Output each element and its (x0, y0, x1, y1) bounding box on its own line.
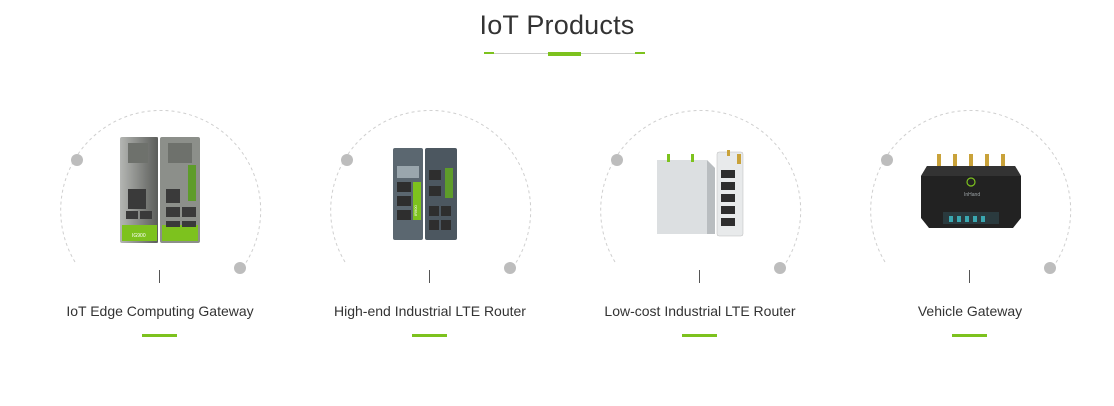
decorative-arc (600, 110, 802, 274)
vehicle-gateway-device-icon[interactable]: InHand (919, 152, 1023, 232)
title-divider (484, 52, 645, 56)
product-label[interactable]: Vehicle Gateway (917, 303, 1023, 319)
product-label[interactable]: High-end Industrial LTE Router (334, 303, 526, 319)
product-underline (682, 334, 717, 337)
product-label[interactable]: IoT Edge Computing Gateway (66, 303, 254, 319)
decorative-arc (60, 110, 262, 274)
arc-stem (429, 270, 430, 283)
decorative-arc (870, 110, 1072, 274)
arc-stem (699, 270, 700, 283)
product-card-highend-lte-router[interactable]: IR900 High-end Industrial LTE Router (295, 110, 565, 350)
arc-stem (159, 270, 160, 283)
product-card-lowcost-lte-router[interactable]: Low-cost Industrial LTE Router (565, 110, 835, 350)
product-underline (142, 334, 177, 337)
edge-gateway-device-icon[interactable]: IG900 (118, 135, 208, 247)
product-underline (952, 334, 987, 337)
device-brand-text: InHand (964, 192, 980, 198)
product-label[interactable]: Low-cost Industrial LTE Router (604, 303, 796, 319)
product-card-iot-edge-gateway[interactable]: IG900 IoT Edge Computing Gateway (25, 110, 295, 350)
product-card-vehicle-gateway[interactable]: InHand Vehicle Gateway (835, 110, 1105, 350)
lowcost-router-device-icon[interactable] (647, 150, 747, 238)
product-underline (412, 334, 447, 337)
industrial-router-device-icon[interactable]: IR900 (391, 146, 461, 242)
arc-stem (969, 270, 970, 283)
decorative-arc (330, 110, 532, 274)
device-model-text: IR900 (413, 205, 418, 216)
section-title: IoT Products (479, 10, 635, 40)
device-model-text: IG900 (132, 233, 146, 239)
